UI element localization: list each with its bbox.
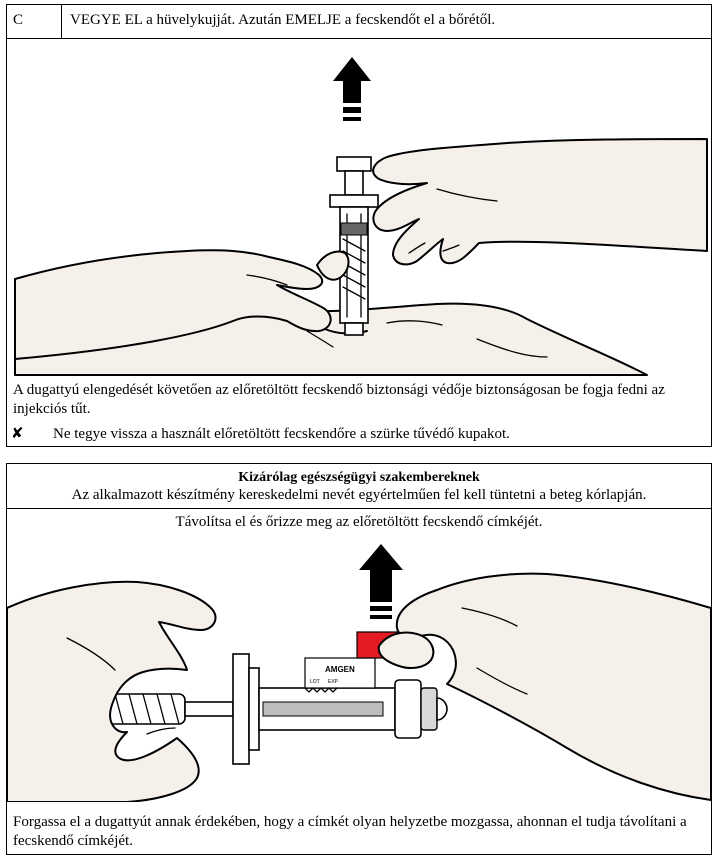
step-letter: C bbox=[7, 5, 62, 38]
step-header-row: C VEGYE EL a hüvelykujját. Azután EMELJE… bbox=[7, 5, 711, 39]
up-arrow-icon bbox=[359, 544, 403, 619]
label-lot: LOT bbox=[310, 679, 320, 685]
right-hand bbox=[395, 572, 711, 801]
label-description: Forgassa el a dugattyút annak érdekében,… bbox=[13, 814, 687, 849]
label-instruction: Távolítsa el és őrizze meg az előretöltö… bbox=[175, 514, 543, 530]
x-mark-icon: ✘ bbox=[11, 424, 24, 442]
right-hand bbox=[372, 138, 708, 266]
syringe-icon bbox=[104, 653, 448, 765]
professionals-panel: Kizárólag egészségügyi szakembereknek Az… bbox=[6, 463, 712, 855]
professionals-subtitle: Az alkalmazott készítmény kereskedelmi n… bbox=[71, 487, 647, 503]
step-c-panel: C VEGYE EL a hüvelykujját. Azután EMELJE… bbox=[6, 4, 712, 447]
label-brand: AMGEN bbox=[325, 665, 355, 674]
illustration-remove-label: AMGEN LOT EXP bbox=[7, 544, 711, 802]
illustration-lift-syringe bbox=[14, 57, 708, 376]
professionals-header: Kizárólag egészségügyi szakembereknek Az… bbox=[7, 464, 711, 509]
step-description: A dugattyú elengedését követően az előre… bbox=[13, 382, 665, 417]
professionals-title: Kizárólag egészségügyi szakembereknek bbox=[238, 470, 480, 485]
left-hand bbox=[7, 580, 217, 802]
warning-row: ✘ Ne tegye vissza a használt előretöltött… bbox=[11, 424, 510, 444]
left-hand bbox=[14, 249, 332, 360]
up-arrow-icon bbox=[333, 57, 371, 121]
label-exp: EXP bbox=[328, 679, 339, 685]
step-instruction: VEGYE EL a hüvelykujját. Azután EMELJE a… bbox=[70, 12, 496, 28]
warning-text: Ne tegye vissza a használt előretöltött … bbox=[53, 426, 510, 442]
syringe-icon bbox=[329, 156, 379, 336]
